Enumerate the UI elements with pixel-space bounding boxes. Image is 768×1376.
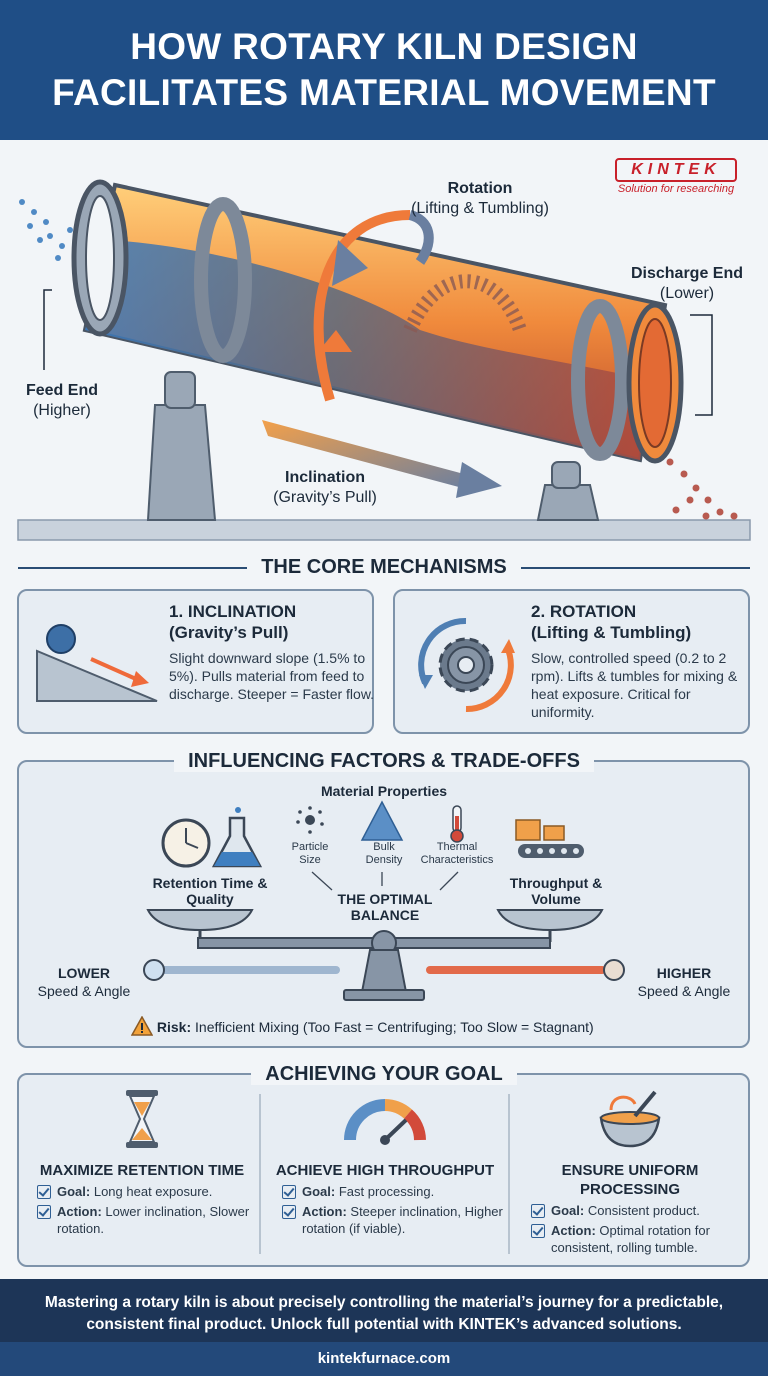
discharge-label-sub: (Lower)	[659, 285, 715, 302]
risk-text: Inefficient Mixing (Too Fast = Centrifug…	[191, 1019, 594, 1035]
lower-sub: Speed & Angle	[37, 983, 131, 999]
conveyor-boxes-icon	[515, 819, 584, 858]
speedometer-icon	[344, 1099, 426, 1145]
inclined-plane-icon	[36, 624, 158, 702]
warning-icon	[130, 1015, 154, 1036]
gear-rotation-icon	[418, 617, 515, 713]
goal-divider-2	[508, 1094, 510, 1254]
feed-label-title: Feed End	[25, 382, 98, 399]
flask-icon	[211, 807, 263, 868]
discharge-particles	[666, 458, 738, 520]
feed-label-sub: (Higher)	[33, 402, 91, 419]
feed-end-label: Feed End (Higher)	[12, 381, 112, 421]
goal-uniform-goal: Goal: Consistent product.	[511, 1202, 749, 1219]
logo-tagline: Solution for researching	[617, 183, 735, 195]
goal-divider-1	[259, 1094, 261, 1254]
retention-time-label: Retention Time & Quality	[152, 875, 268, 907]
inclination-label: Inclination (Gravity’s Pull)	[250, 468, 400, 508]
checkbox-icon	[37, 1185, 51, 1199]
rotation-subheading: (Lifting & Tumbling)	[531, 623, 692, 642]
checkbox-icon	[282, 1205, 296, 1219]
discharge-label-title: Discharge End	[630, 265, 744, 282]
factors-title: INFLUENCING FACTORS & TRADE-OFFS	[0, 750, 768, 773]
rotation-text: 2. ROTATION (Lifting & Tumbling) Slow, c…	[531, 601, 741, 721]
page-title-line-1: HOW ROTARY KILN DESIGN	[130, 26, 638, 67]
inclination-body: Slight downward slope (1.5% to 5%). Pull…	[169, 650, 375, 702]
feed-particles	[19, 199, 73, 261]
mixing-bowl-icon	[599, 1090, 661, 1148]
inclination-label-sub: (Gravity’s Pull)	[273, 489, 377, 506]
rotation-body: Slow, controlled speed (0.2 to 2 rpm). L…	[531, 650, 738, 720]
risk-label: Risk:	[156, 1019, 192, 1035]
particle-size-label: Particle Size	[291, 841, 329, 866]
inclination-label-title: Inclination	[285, 469, 365, 486]
checkbox-icon	[37, 1205, 51, 1219]
bulk-density-icon	[360, 800, 404, 841]
goal-uniform-action: Action: Optimal rotation for consistent,…	[511, 1222, 749, 1256]
checkbox-icon	[282, 1185, 296, 1199]
rotation-heading: 2. ROTATION	[531, 602, 637, 621]
feed-support	[146, 371, 217, 521]
footer-url-link[interactable]: kintekfurnace.com	[0, 1342, 768, 1376]
goal-throughput-goal: Goal: Fast processing.	[262, 1183, 508, 1200]
discharge-support	[536, 461, 600, 521]
throughput-label: Throughput & Volume	[509, 875, 603, 907]
kintek-logo: KINTEK Solution for researching	[605, 158, 747, 195]
lower-label: LOWER Speed & Angle	[24, 964, 144, 1000]
footer-summary: Mastering a rotary kiln is about precise…	[44, 1294, 724, 1333]
rotation-card: 2. ROTATION (Lifting & Tumbling) Slow, c…	[393, 589, 750, 734]
inclination-subheading: (Gravity’s Pull)	[169, 623, 289, 642]
page-title-line-2: FACILITATES MATERIAL MOVEMENT	[52, 72, 716, 113]
goal-throughput-column: ACHIEVE HIGH THROUGHPUT Goal: Fast proce…	[262, 1076, 508, 1237]
goal-title: ACHIEVING YOUR GOAL	[0, 1063, 768, 1086]
logo-brand: KINTEK	[615, 158, 737, 182]
core-title: THE CORE MECHANISMS	[0, 556, 768, 579]
discharge-end-label: Discharge End (Lower)	[612, 264, 762, 304]
rotary-kiln-illustration	[17, 179, 751, 541]
goal-retention-action: Action: Lower inclination, Slower rotati…	[17, 1203, 267, 1237]
rotation-label-title: Rotation	[447, 180, 513, 197]
risk-note: Risk: Inefficient Mixing (Too Fast = Cen…	[130, 1015, 651, 1037]
higher-label: HIGHER Speed & Angle	[624, 964, 744, 1000]
balance-scale-diagram	[143, 800, 625, 1001]
clock-icon	[161, 818, 211, 868]
goal-retention-goal: Goal: Long heat exposure.	[17, 1183, 267, 1200]
page-header: HOW ROTARY KILN DESIGN FACILITATES MATER…	[0, 0, 768, 140]
inclination-heading: 1. INCLINATION	[169, 602, 297, 621]
inclination-card: 1. INCLINATION (Gravity’s Pull) Slight d…	[17, 589, 374, 734]
kiln-shell	[71, 179, 684, 464]
higher-title: HIGHER	[656, 965, 712, 981]
particle-size-icon	[296, 806, 324, 834]
goal-throughput-title: ACHIEVE HIGH THROUGHPUT	[275, 1162, 495, 1179]
inclination-arrow-icon	[262, 420, 502, 498]
checkbox-icon	[531, 1204, 545, 1218]
inclination-text: 1. INCLINATION (Gravity’s Pull) Slight d…	[169, 601, 379, 703]
rotation-label: Rotation (Lifting & Tumbling)	[390, 179, 570, 219]
rotation-arrow-icon	[313, 210, 434, 402]
thermal-characteristics-label: Thermal Characteristics	[420, 841, 494, 866]
higher-sub: Speed & Angle	[637, 983, 731, 999]
optimal-balance-label: THE OPTIMAL BALANCE	[337, 891, 433, 923]
goal-retention-column: MAXIMIZE RETENTION TIME Goal: Long heat …	[17, 1076, 267, 1237]
lower-title: LOWER	[57, 965, 111, 981]
bulk-density-label: Bulk Density	[365, 841, 403, 866]
thermometer-icon	[450, 805, 464, 843]
goal-uniform-title: ENSURE UNIFORM PROCESSING	[561, 1162, 699, 1198]
goal-throughput-action: Action: Steeper inclination, Higher rota…	[262, 1203, 508, 1237]
hourglass-icon	[126, 1090, 158, 1148]
material-properties-label: Material Properties	[320, 783, 448, 799]
rotation-label-sub: (Lifting & Tumbling)	[411, 200, 549, 217]
checkbox-icon	[531, 1224, 545, 1238]
goal-retention-title: MAXIMIZE RETENTION TIME	[39, 1162, 245, 1179]
goal-uniform-column: ENSURE UNIFORM PROCESSING Goal: Consiste…	[511, 1076, 749, 1256]
page-footer: Mastering a rotary kiln is about precise…	[0, 1279, 768, 1376]
